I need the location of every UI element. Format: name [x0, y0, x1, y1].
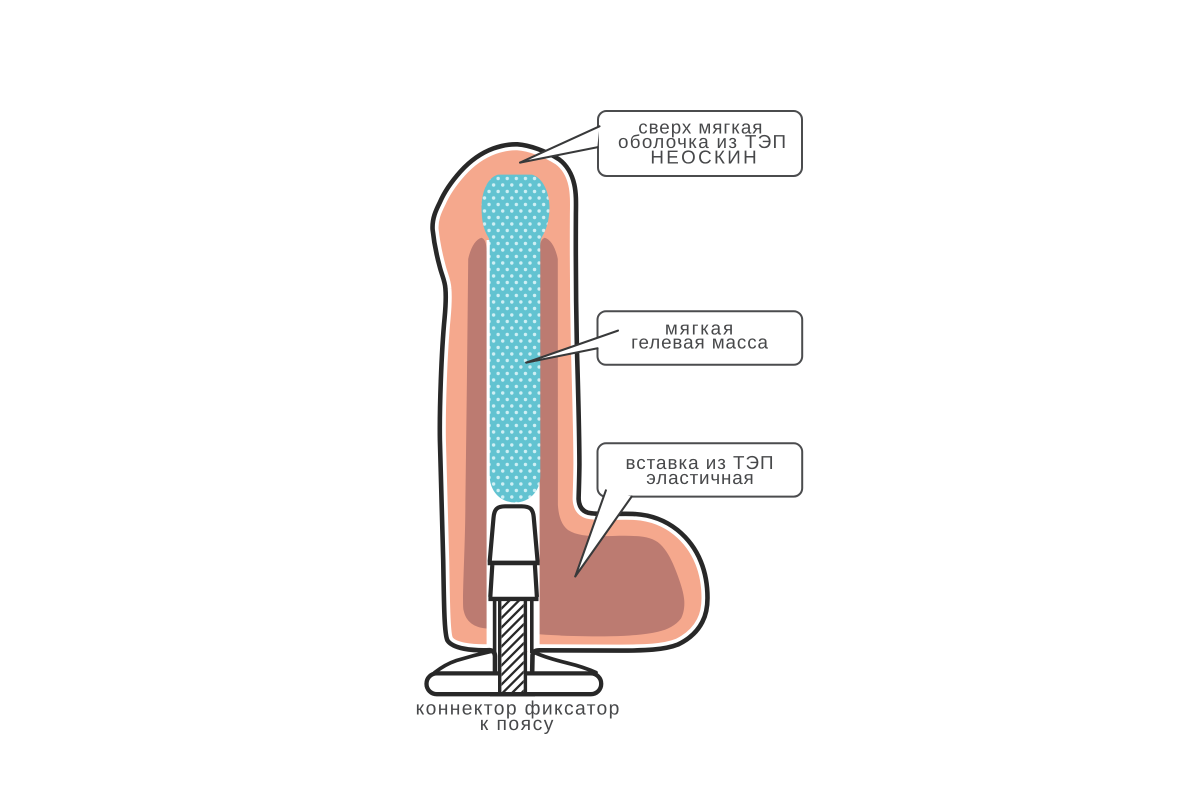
svg-text:мягкая: мягкая — [665, 318, 735, 339]
svg-text:гелевая масса: гелевая масса — [631, 331, 769, 352]
svg-text:сверх мягкая: сверх мягкая — [638, 117, 763, 138]
svg-text:эластичная: эластичная — [646, 467, 754, 488]
svg-text:коннектор фиксатор: коннектор фиксатор — [416, 699, 621, 720]
svg-text:к поясу: к поясу — [480, 714, 555, 735]
svg-text:оболочка из ТЭП: оболочка из ТЭП — [618, 131, 787, 152]
svg-text:НЕОСКИН: НЕОСКИН — [650, 147, 759, 168]
svg-text:вставка из ТЭП: вставка из ТЭП — [625, 452, 774, 473]
